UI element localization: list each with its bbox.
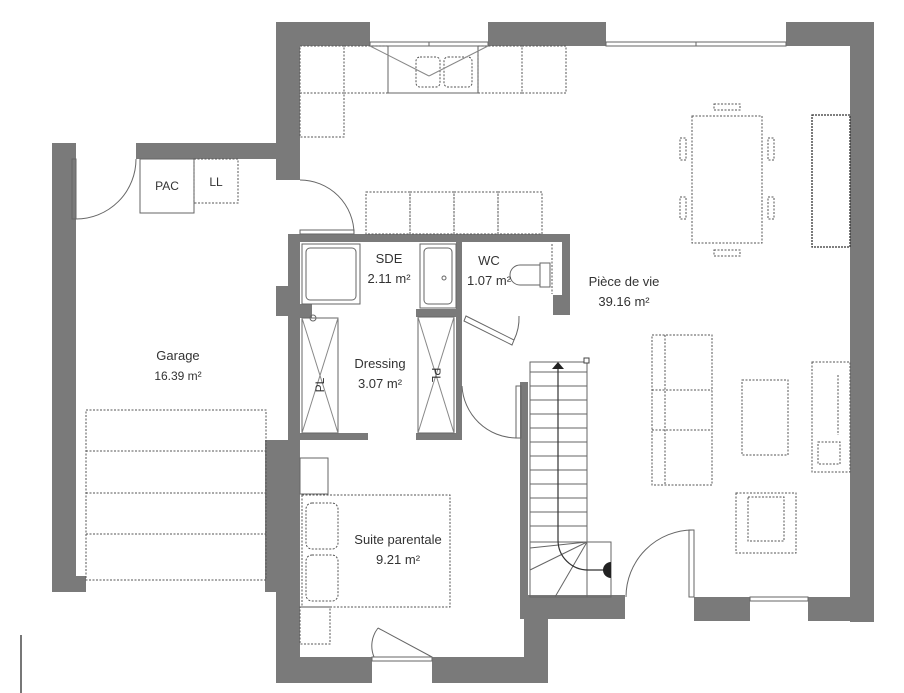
room-name: Suite parentale	[354, 532, 442, 547]
room-wc: WC 1.07 m²	[467, 251, 511, 291]
suite-furniture	[299, 457, 451, 645]
room-area: 16.39 m²	[154, 369, 202, 383]
pac-label: PAC	[155, 179, 179, 193]
ll-label: LL	[209, 175, 223, 189]
living-furniture	[651, 103, 851, 554]
room-sde: SDE 2.11 m²	[367, 249, 410, 289]
room-area: 1.07 m²	[466, 273, 512, 288]
pl-right-label: PL	[429, 367, 443, 383]
staircase	[529, 357, 612, 598]
room-name: Dressing	[354, 356, 406, 371]
kitchen-counters	[299, 45, 567, 235]
room-area: 3.07 m²	[357, 376, 403, 391]
room-name: Garage	[156, 348, 200, 363]
room-suite-parentale: Suite parentale 9.21 m²	[354, 530, 441, 570]
room-name: Pièce de vie	[588, 274, 660, 289]
room-area: 39.16 m²	[598, 294, 650, 309]
walls	[52, 22, 874, 683]
room-dressing: Dressing 3.07 m²	[354, 354, 405, 394]
bathroom-fixtures	[301, 243, 553, 434]
garage-fixtures	[85, 158, 267, 581]
doors	[71, 158, 695, 658]
pl-left-label: PL	[313, 377, 327, 393]
room-name: SDE	[375, 251, 403, 266]
room-piece-de-vie: Pièce de vie 39.16 m²	[589, 272, 660, 312]
room-name: WC	[478, 253, 500, 268]
room-area: 9.21 m²	[375, 552, 421, 567]
room-area: 2.11 m²	[367, 271, 411, 286]
room-garage: Garage 16.39 m²	[154, 346, 201, 386]
